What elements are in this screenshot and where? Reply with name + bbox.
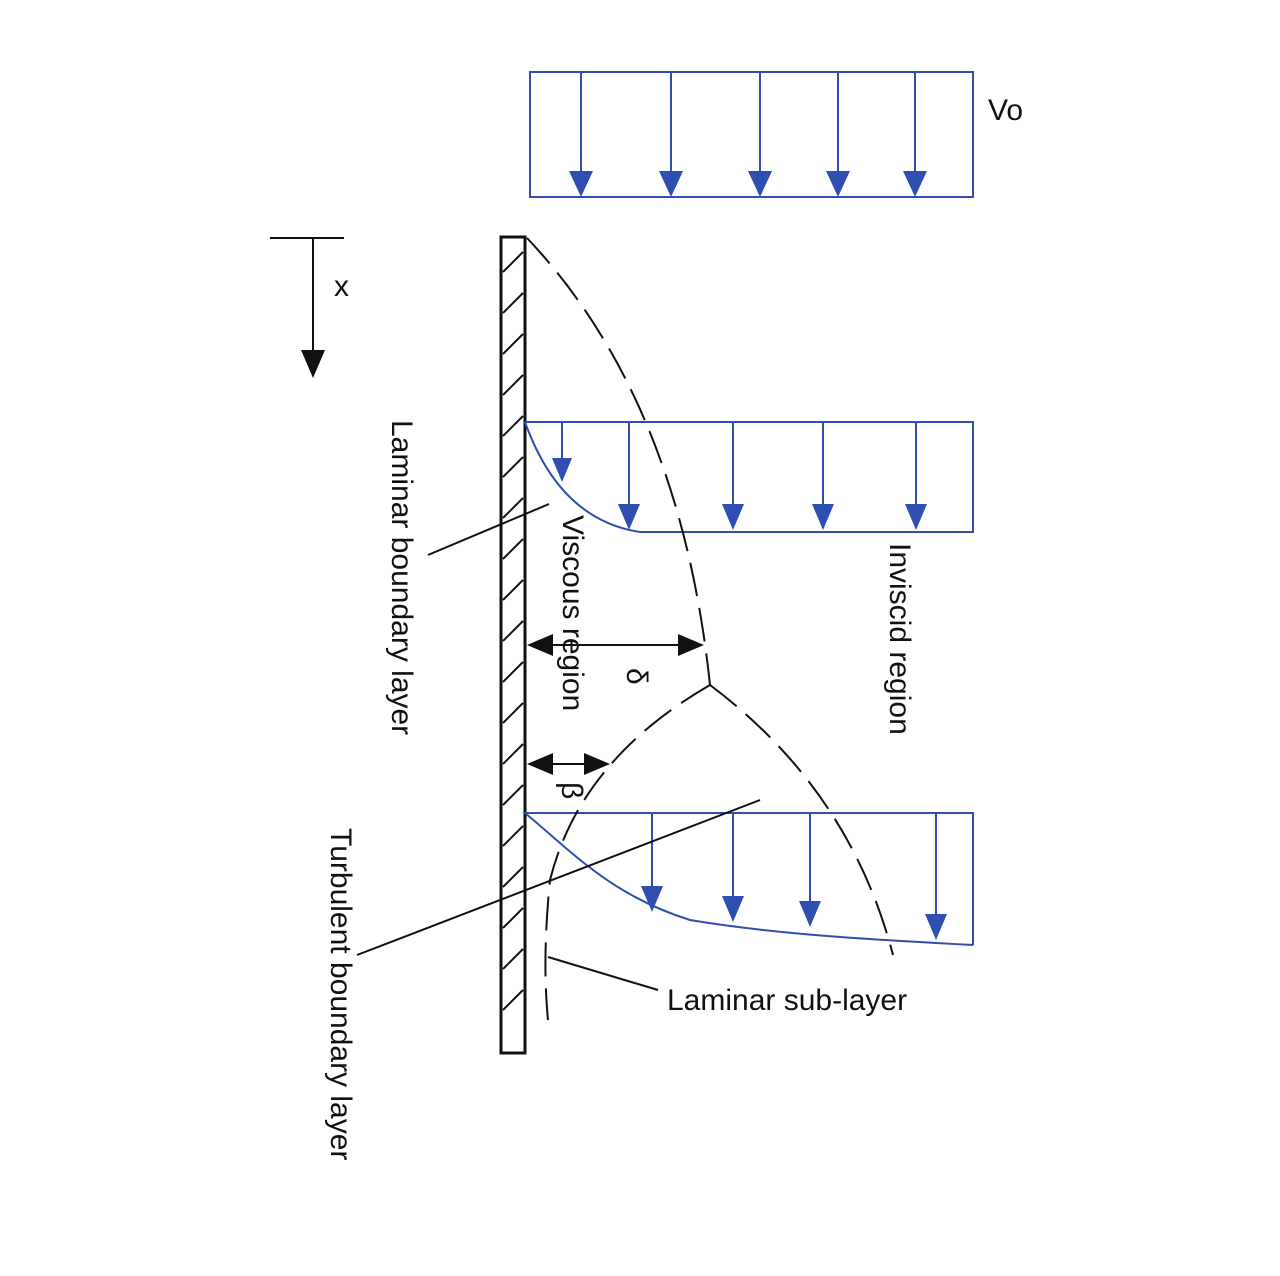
laminar-boundary-layer-label: Laminar boundary layer xyxy=(385,420,418,735)
freestream-arrowhead-3 xyxy=(748,171,772,197)
plate-hatch-line xyxy=(502,333,524,355)
plate xyxy=(499,235,527,1055)
laminar-boundary-layer-leader xyxy=(427,503,550,556)
laminar-arrowhead-5 xyxy=(905,504,927,530)
beta-arrowhead-right xyxy=(584,753,610,775)
plate-hatch-line xyxy=(502,292,524,314)
turbulent-arrowhead-3 xyxy=(799,901,821,927)
plate-hatch-line xyxy=(502,784,524,806)
plate-hatch-line xyxy=(502,907,524,929)
freestream-box xyxy=(529,71,974,198)
plate-hatch-line xyxy=(502,415,524,437)
freestream-velocity-label: Vo xyxy=(988,94,1023,127)
turbulent-profile-outline xyxy=(522,812,974,946)
laminar-profile-outline xyxy=(524,421,974,533)
plate-hatch-line xyxy=(502,989,524,1011)
turbulent-boundary-layer-label: Turbulent boundary layer xyxy=(324,828,357,1160)
x-axis-indicator: x xyxy=(270,237,349,378)
turbulent-profile xyxy=(522,812,974,946)
inviscid-region-label: Inviscid region xyxy=(883,543,916,735)
freestream-profile: Vo xyxy=(529,71,1023,198)
freestream-arrowhead-1 xyxy=(569,171,593,197)
beta-arrowhead-left xyxy=(527,753,553,775)
plate-hatching xyxy=(502,251,524,1011)
turbulent-arrowhead-1 xyxy=(641,886,663,912)
laminar-sublayer-leader xyxy=(547,956,659,991)
plate-hatch-line xyxy=(502,374,524,396)
boundary-layer-edges xyxy=(526,237,894,1021)
laminar-sublayer-label: Laminar sub-layer xyxy=(667,984,907,1017)
turbulent-arrowhead-4 xyxy=(925,914,947,940)
turbulent-boundary-layer-leader xyxy=(356,799,761,956)
delta-arrowhead-right xyxy=(678,634,704,656)
plate-body xyxy=(499,235,527,1055)
laminar-profile xyxy=(524,421,974,533)
x-axis-label: x xyxy=(334,270,349,303)
delta-arrowhead-left xyxy=(527,634,553,656)
laminar-sublayer-edge xyxy=(544,684,711,1021)
turbulent-arrowhead-2 xyxy=(722,896,744,922)
plate-hatch-line xyxy=(502,456,524,478)
plate-hatch-line xyxy=(502,661,524,683)
laminar-arrowhead-2 xyxy=(618,504,640,530)
plate-hatch-line xyxy=(502,948,524,970)
plate-hatch-line xyxy=(502,702,524,724)
plate-hatch-line xyxy=(502,866,524,888)
freestream-arrows xyxy=(569,72,927,197)
laminar-boundary-layer-edge xyxy=(526,237,711,686)
plate-hatch-line xyxy=(502,579,524,601)
x-axis-arrowhead xyxy=(301,350,325,378)
laminar-arrowhead-4 xyxy=(812,504,834,530)
plate-hatch-line xyxy=(502,538,524,560)
freestream-arrowhead-2 xyxy=(659,171,683,197)
freestream-arrowhead-4 xyxy=(826,171,850,197)
laminar-arrowhead-3 xyxy=(722,504,744,530)
freestream-arrowhead-5 xyxy=(903,171,927,197)
beta-dimension xyxy=(527,753,610,775)
delta-dimension xyxy=(527,634,704,656)
plate-hatch-line xyxy=(502,620,524,642)
leader-lines xyxy=(356,503,761,991)
beta-label: β xyxy=(555,782,588,799)
plate-hatch-line xyxy=(502,743,524,765)
plate-hatch-line xyxy=(502,825,524,847)
delta-label: δ xyxy=(620,668,653,685)
viscous-region-label: Viscous region xyxy=(556,515,589,711)
laminar-arrowhead-1 xyxy=(552,458,572,482)
plate-hatch-line xyxy=(502,497,524,519)
plate-hatch-line xyxy=(502,251,524,273)
turbulent-boundary-layer-edge xyxy=(709,684,894,956)
